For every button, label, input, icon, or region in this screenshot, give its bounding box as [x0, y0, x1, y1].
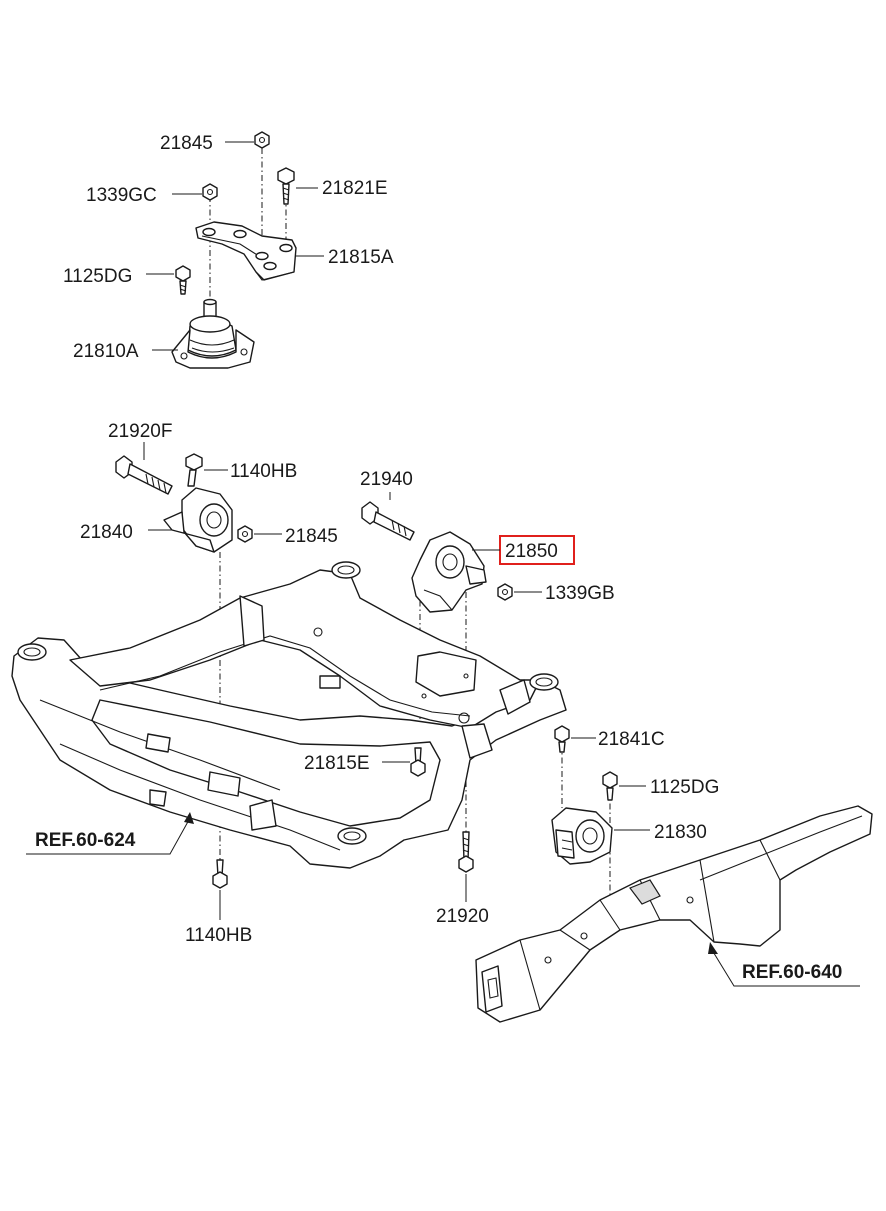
bolt-21920[interactable]	[458, 831, 474, 873]
bolt-21821e[interactable]	[277, 167, 295, 205]
ref-60-624[interactable]: REF.60-624	[35, 830, 136, 851]
label-21841c: 21841C	[598, 729, 665, 750]
label-1125dg-top: 1125DG	[63, 266, 132, 287]
bolt-21940[interactable]	[361, 501, 415, 541]
label-21821e: 21821E	[322, 178, 388, 199]
label-1339gb: 1339GB	[545, 583, 615, 604]
label-21920f: 21920F	[108, 421, 172, 442]
bolt-21841c[interactable]	[554, 725, 570, 753]
bolt-1140hb-bottom[interactable]	[212, 859, 228, 889]
top-mount-assembly	[171, 131, 297, 369]
ref-right-arrow-icon	[708, 942, 718, 954]
bracket-21815a[interactable]	[195, 221, 297, 281]
front-side-member[interactable]	[475, 805, 873, 1023]
label-1140hb-bottom: 1140HB	[185, 925, 252, 946]
label-1140hb-top: 1140HB	[230, 461, 297, 482]
label-1339gc: 1339GC	[86, 185, 157, 206]
nut-21845-top[interactable]	[254, 131, 270, 149]
bolt-21815e[interactable]	[410, 747, 426, 777]
mount-21830[interactable]	[551, 807, 613, 865]
front-subframe[interactable]	[11, 552, 611, 900]
bolt-1140hb-top[interactable]	[185, 453, 203, 487]
label-21815a: 21815A	[328, 247, 394, 268]
nut-1339gc[interactable]	[202, 183, 218, 201]
mount-21840[interactable]	[163, 487, 233, 553]
label-21940: 21940	[360, 469, 413, 490]
ref-left-arrow-icon	[184, 812, 194, 824]
label-21850[interactable]: 21850	[505, 541, 558, 562]
label-21840: 21840	[80, 522, 133, 543]
engine-mount-21810a[interactable]	[171, 298, 255, 369]
bolt-1125dg-top[interactable]	[175, 265, 191, 295]
label-21810a: 21810A	[73, 341, 139, 362]
label-21830: 21830	[654, 822, 707, 843]
label-21815e: 21815E	[304, 753, 370, 774]
bolt-21920f[interactable]	[115, 455, 173, 495]
nut-1339gb[interactable]	[497, 583, 513, 601]
label-1125dg-right: 1125DG	[650, 777, 719, 798]
label-21920: 21920	[436, 906, 489, 927]
label-21845-mid: 21845	[285, 526, 338, 547]
mount-21850[interactable]	[411, 531, 487, 613]
nut-21845-mid[interactable]	[237, 525, 253, 543]
ref-60-640[interactable]: REF.60-640	[742, 962, 842, 983]
bolt-1125dg-right[interactable]	[602, 771, 618, 801]
label-21845-top: 21845	[160, 133, 213, 154]
